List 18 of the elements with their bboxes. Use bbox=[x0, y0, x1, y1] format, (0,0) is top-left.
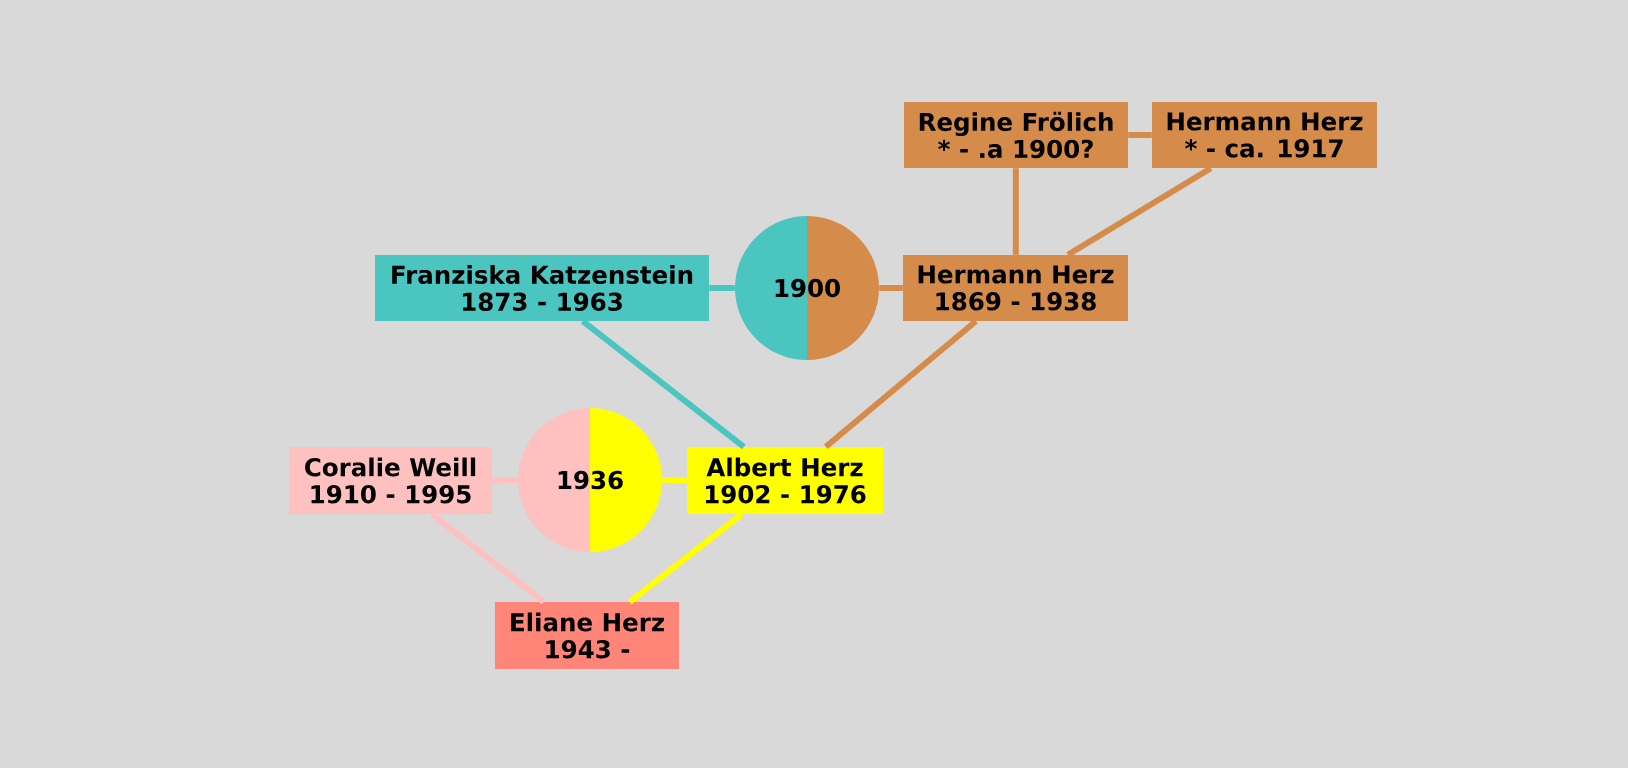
connector-line bbox=[429, 511, 546, 605]
connector-line bbox=[580, 318, 746, 450]
connector-line bbox=[1012, 168, 1019, 255]
connector-line bbox=[492, 477, 518, 484]
person-box: Hermann Herz 1869 - 1938 bbox=[903, 255, 1128, 321]
person-box: Regine Frölich * - .a 1900? bbox=[904, 102, 1128, 168]
connector-line bbox=[823, 318, 978, 450]
person-box: Franziska Katzenstein 1873 - 1963 bbox=[375, 255, 709, 321]
connector-line bbox=[709, 285, 735, 291]
person-box: Coralie Weill 1910 - 1995 bbox=[289, 447, 492, 514]
connector-line bbox=[879, 285, 903, 291]
connector-line bbox=[627, 511, 744, 605]
person-box: Eliane Herz 1943 - bbox=[495, 602, 679, 669]
connector-line bbox=[1128, 132, 1152, 138]
person-box: Albert Herz 1902 - 1976 bbox=[687, 447, 883, 514]
connector-line bbox=[1066, 165, 1213, 258]
person-box: Hermann Herz * - ca. 1917 bbox=[1152, 102, 1377, 168]
connector-line bbox=[662, 477, 687, 484]
